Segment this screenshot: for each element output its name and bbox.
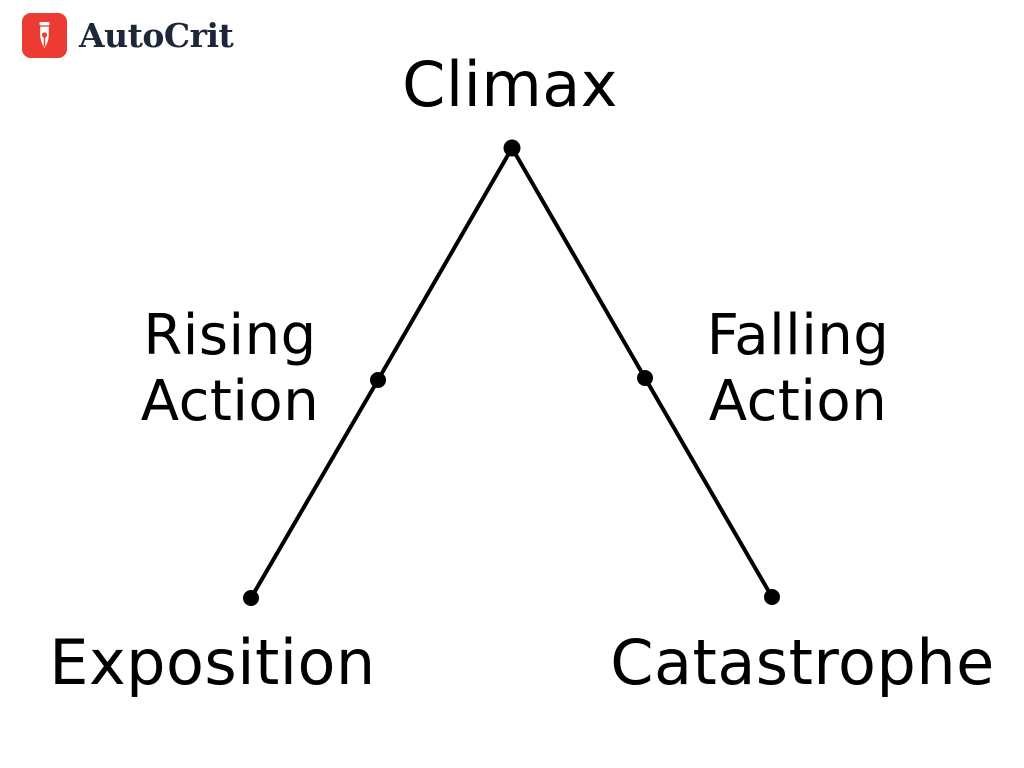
point-marker-falling-action[interactable] — [637, 370, 653, 386]
label-catastrophe: Catastrophe — [610, 626, 995, 699]
label-climax: Climax — [402, 48, 618, 121]
pen-nib-icon — [22, 13, 67, 58]
brand-logo[interactable]: AutoCrit — [22, 13, 234, 58]
label-falling-action: Falling Action — [706, 303, 890, 435]
point-marker-exposition[interactable] — [243, 590, 259, 606]
brand-name: AutoCrit — [79, 16, 234, 55]
arc-marker-group — [243, 139, 780, 606]
point-marker-climax[interactable] — [503, 139, 521, 157]
label-exposition: Exposition — [49, 626, 376, 699]
label-rising-action: Rising Action — [140, 303, 320, 435]
point-marker-rising-action[interactable] — [370, 372, 386, 388]
point-marker-catastrophe[interactable] — [764, 589, 780, 605]
